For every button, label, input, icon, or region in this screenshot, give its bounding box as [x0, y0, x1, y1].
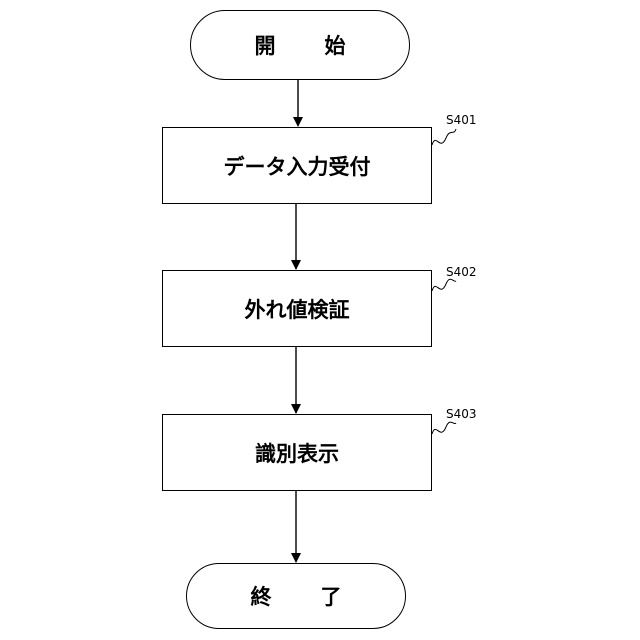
end-terminal: 終 了 [186, 563, 406, 629]
step-id-s403: S403 [446, 407, 477, 421]
step-id-s401: S401 [446, 113, 477, 127]
step-s403-identify-display-box: 識別表示 [162, 414, 432, 491]
step-s401-data-input-box: データ入力受付 [162, 127, 432, 204]
step-s402-outlier-check-box: 外れ値検証 [162, 270, 432, 347]
leader-line-s401 [432, 129, 456, 145]
leader-line-s402 [432, 279, 456, 291]
leader-line-s403 [432, 422, 456, 434]
start-terminal: 開 始 [190, 10, 410, 80]
step-id-s402: S402 [446, 265, 477, 279]
